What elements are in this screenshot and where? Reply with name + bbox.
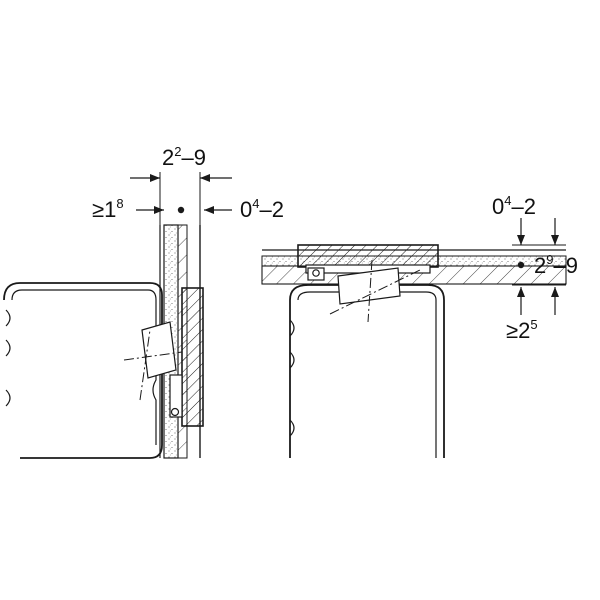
actuator-axis-line	[139, 329, 151, 401]
left-gap-rest: –2	[259, 197, 284, 222]
left-thickness-base: 2	[162, 145, 175, 170]
fixing-screw-icon	[170, 407, 180, 417]
floor-reference-dot	[517, 261, 525, 269]
left-depth-prefix: ≥1	[92, 197, 117, 222]
right-thickness-exp: 9	[546, 252, 554, 267]
floor-fixing-screw-icon	[312, 269, 320, 277]
left-overall-thickness-label: 22–9	[162, 144, 206, 170]
cistern-outline	[3, 282, 163, 459]
floor-actuator-centre	[367, 259, 373, 323]
cover-frame	[297, 244, 439, 268]
left-depth-exp: 8	[116, 196, 124, 211]
left-thickness-rest: –9	[181, 145, 206, 170]
floor-actuator-axis	[329, 269, 421, 315]
actuator-centre-line	[123, 351, 183, 361]
right-depth-exp: 5	[530, 317, 538, 332]
floor-cistern-profile	[289, 319, 295, 437]
floor-actuator	[337, 267, 401, 305]
left-gap-exp: 4	[252, 196, 260, 211]
left-cover-gap-label: 04–2	[240, 196, 284, 222]
right-depth-prefix: ≥2	[506, 318, 531, 343]
right-thickness-rest: –9	[553, 253, 578, 278]
right-gap-exp: 4	[504, 193, 512, 208]
actuator-bracket	[169, 374, 183, 418]
cover-plate	[181, 287, 204, 427]
reference-point-dot	[177, 206, 185, 214]
right-view	[261, 218, 567, 458]
cistern-right-edge	[152, 300, 157, 445]
left-view	[3, 172, 232, 459]
actuator-mechanism	[141, 321, 177, 379]
right-thickness-base: 2	[534, 253, 547, 278]
cistern-side-profile	[5, 309, 11, 407]
floor-cistern-inner	[297, 291, 437, 458]
left-thickness-exp: 2	[174, 144, 182, 159]
left-gap-base: 0	[240, 197, 253, 222]
cistern-top-inner	[11, 289, 157, 301]
right-cover-gap-label: 04–2	[492, 193, 536, 219]
right-gap-base: 0	[492, 194, 505, 219]
right-gap-rest: –2	[511, 194, 536, 219]
left-min-depth-label: ≥18	[92, 196, 124, 222]
right-min-depth-label: ≥25	[506, 317, 538, 343]
right-overall-thickness-label: 29–9	[534, 252, 578, 278]
floor-cistern-outline	[289, 284, 445, 458]
